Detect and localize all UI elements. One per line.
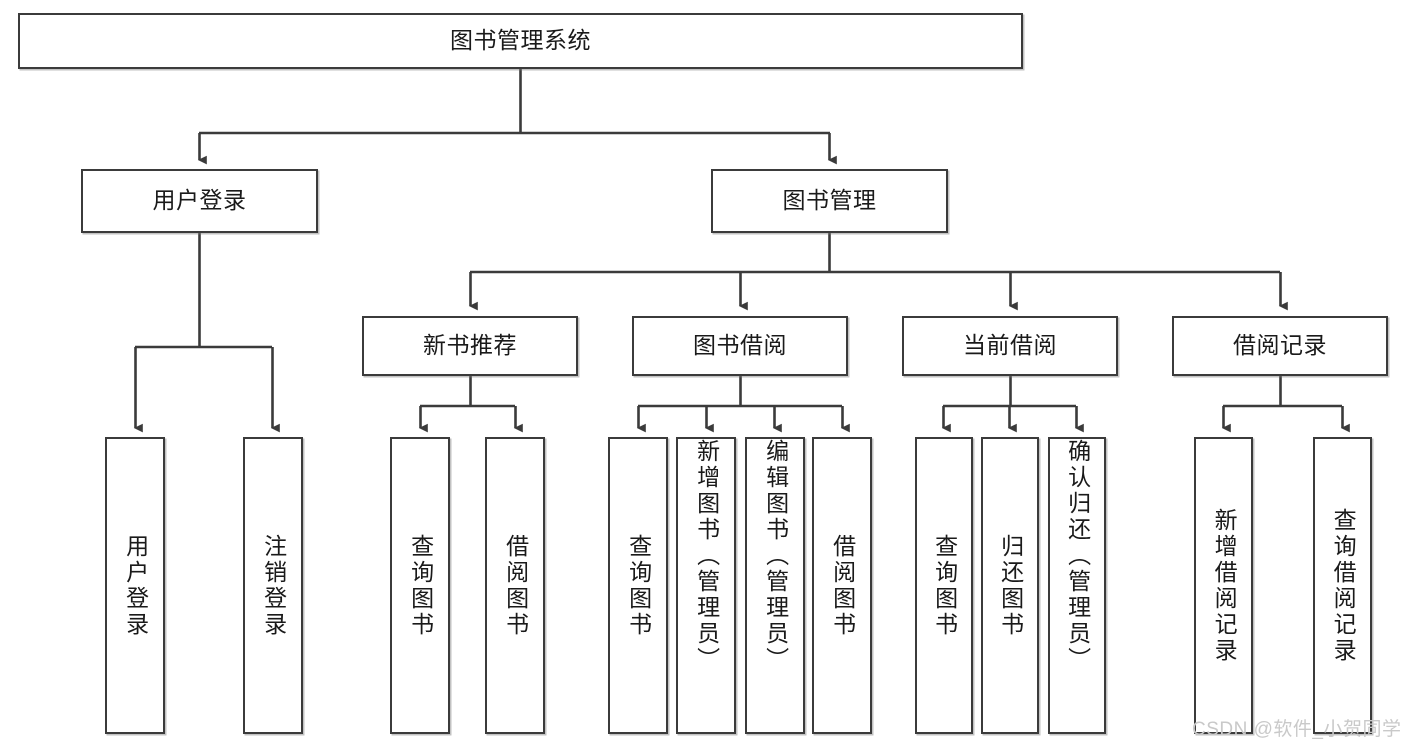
leaf-user-login[interactable]: 用户登录 — [105, 437, 165, 734]
leaf-current-return-book[interactable]: 归还图书 — [981, 437, 1039, 734]
leaf-current-confirm-return-label: 确认归还（管理员） — [1064, 439, 1091, 673]
node-book-management-label: 图书管理 — [782, 187, 877, 214]
node-book-management[interactable]: 图书管理 — [711, 169, 948, 233]
leaf-borrow-query-book-label: 查询图书 — [625, 533, 652, 638]
leaf-borrow-query-book[interactable]: 查询图书 — [608, 437, 668, 734]
node-new-book-recommend-label: 新书推荐 — [423, 332, 517, 359]
leaf-newbook-query-book[interactable]: 查询图书 — [390, 437, 450, 734]
leaf-borrow-add-book[interactable]: 新增图书（管理员） — [676, 437, 736, 734]
leaf-record-add-label: 新增借阅记录 — [1211, 507, 1238, 664]
node-borrow-record-label: 借阅记录 — [1233, 332, 1327, 359]
leaf-current-query-book[interactable]: 查询图书 — [915, 437, 973, 734]
csdn-watermark: CSDN @软件_小贺同学 — [1192, 719, 1402, 740]
node-current-borrow[interactable]: 当前借阅 — [902, 316, 1118, 376]
leaf-borrow-borrow-book[interactable]: 借阅图书 — [812, 437, 872, 734]
leaf-borrow-edit-book[interactable]: 编辑图书（管理员） — [745, 437, 805, 734]
leaf-logout[interactable]: 注销登录 — [243, 437, 303, 734]
node-user-login[interactable]: 用户登录 — [81, 169, 318, 233]
leaf-borrow-borrow-book-label: 借阅图书 — [829, 533, 856, 638]
leaf-user-login-label: 用户登录 — [122, 533, 149, 638]
leaf-newbook-borrow-book-label: 借阅图书 — [502, 533, 529, 638]
leaf-logout-label: 注销登录 — [260, 533, 287, 638]
node-book-borrow[interactable]: 图书借阅 — [632, 316, 848, 376]
leaf-newbook-query-book-label: 查询图书 — [407, 533, 434, 638]
leaf-borrow-add-book-label: 新增图书（管理员） — [693, 439, 720, 673]
node-root-label: 图书管理系统 — [450, 27, 591, 54]
node-book-borrow-label: 图书借阅 — [693, 332, 787, 359]
node-user-login-label: 用户登录 — [152, 187, 247, 214]
leaf-record-query[interactable]: 查询借阅记录 — [1313, 437, 1372, 734]
node-new-book-recommend[interactable]: 新书推荐 — [362, 316, 578, 376]
leaf-record-add[interactable]: 新增借阅记录 — [1194, 437, 1253, 734]
leaf-current-confirm-return[interactable]: 确认归还（管理员） — [1048, 437, 1106, 734]
leaf-current-return-book-label: 归还图书 — [997, 533, 1024, 638]
leaf-newbook-borrow-book[interactable]: 借阅图书 — [485, 437, 545, 734]
leaf-current-query-book-label: 查询图书 — [931, 533, 958, 638]
node-current-borrow-label: 当前借阅 — [963, 332, 1057, 359]
leaf-record-query-label: 查询借阅记录 — [1330, 507, 1357, 664]
node-root[interactable]: 图书管理系统 — [18, 13, 1023, 69]
leaf-borrow-edit-book-label: 编辑图书（管理员） — [762, 439, 789, 673]
node-borrow-record[interactable]: 借阅记录 — [1172, 316, 1388, 376]
